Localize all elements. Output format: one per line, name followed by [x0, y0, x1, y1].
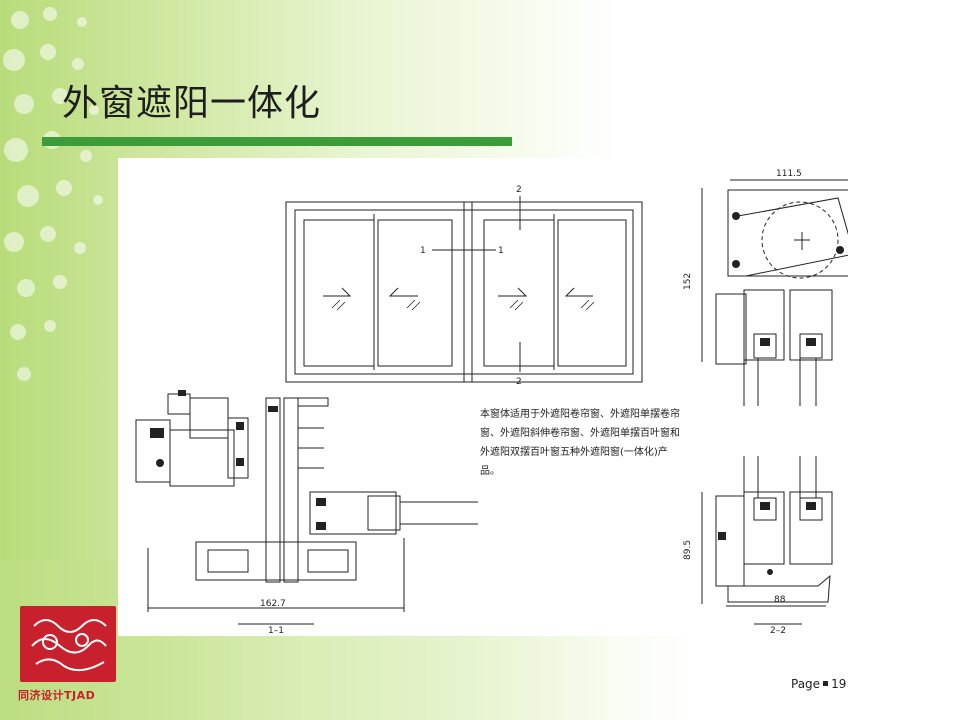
section-1-label: 1–1 — [268, 626, 284, 636]
page-label: Page — [791, 677, 821, 691]
title-underline — [42, 137, 512, 146]
description-text: 本窗体适用于外遮阳卷帘窗、外遮阳单摆卷帘窗、外遮阳斜伸卷帘窗、外遮阳单摆百叶窗和… — [480, 409, 680, 477]
page-indicator: Page 19 — [791, 677, 846, 691]
technical-drawing: 2 2 1 1 162.7 1–1 111.5 152 88 89.5 2–2 — [135, 169, 848, 636]
page-number: 19 — [831, 677, 847, 691]
elevation-mark-top: 2 — [516, 185, 522, 195]
section-1-dimension: 162.7 — [260, 599, 286, 609]
section-2-bottom-height-dimension: 89.5 — [683, 540, 693, 560]
section-2-label: 2–2 — [770, 626, 786, 636]
elevation-mark-right: 1 — [498, 246, 504, 256]
elevation-mark-bottom: 2 — [516, 377, 522, 387]
window-elevation — [285, 196, 643, 383]
page-separator — [823, 681, 829, 686]
drawing-panel: 2 2 1 1 162.7 1–1 111.5 152 88 89.5 2–2 — [118, 158, 848, 636]
section-2-bottom — [701, 456, 833, 625]
elevation-mark-left: 1 — [420, 246, 426, 256]
logo-emblem — [20, 606, 116, 682]
decorative-dots — [3, 7, 103, 381]
section-2-height-dimension: 152 — [683, 273, 693, 290]
logo-emblem-icon — [31, 619, 107, 672]
company-logo: 同济设计TJAD — [12, 600, 122, 710]
section-2-top — [701, 179, 848, 406]
section-2-bottom-width-dimension: 88 — [774, 595, 786, 605]
section-2-width-dimension: 111.5 — [776, 169, 802, 179]
slide-title: 外窗遮阳一体化 — [62, 83, 322, 124]
logo-text: 同济设计TJAD — [18, 689, 96, 702]
section-1-1 — [135, 393, 478, 625]
